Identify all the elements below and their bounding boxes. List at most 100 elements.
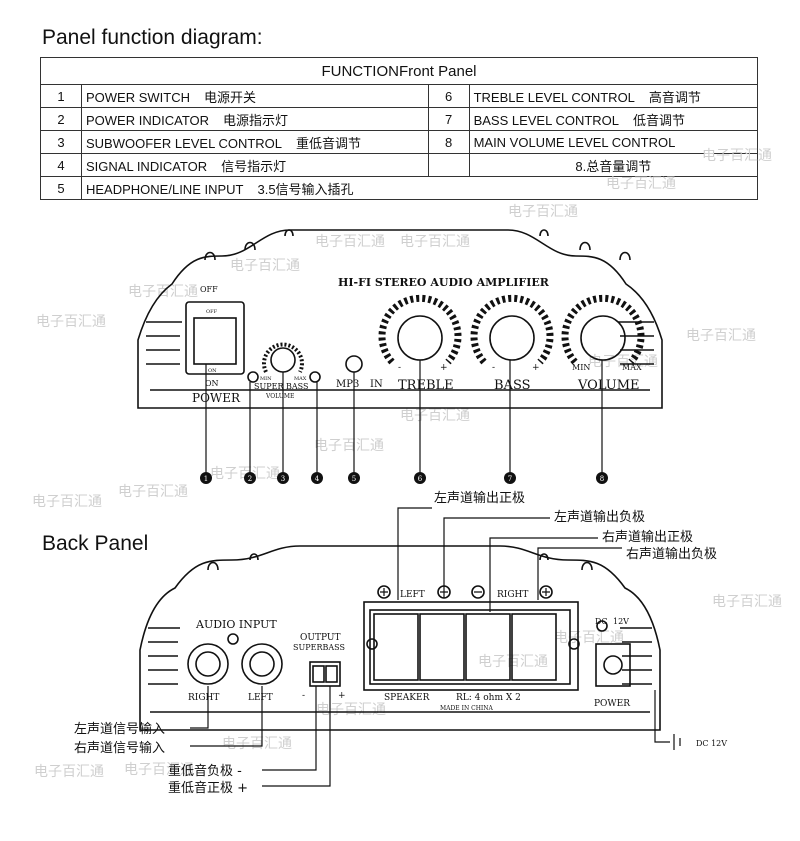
callout-number: 5 [352,475,356,483]
treble-minus: - [398,363,401,373]
rca-left-input[interactable] [249,651,275,677]
treble-knob[interactable] [397,315,443,361]
mount-hole [227,633,239,645]
power-indicator-led [247,371,259,383]
callout-dot [504,472,516,484]
front-panel-housing [137,229,663,409]
front-panel [137,229,663,472]
left-positive-terminal[interactable] [373,613,419,681]
table-cell-num: 7 [427,107,470,131]
dc-supply-label: DC 12V [696,739,727,748]
left-negative-terminal[interactable] [419,613,465,681]
right-positive-label: 右声道输出正极 [602,529,693,545]
watermark: 电子百汇通 [36,314,106,330]
back-heat-sink-fins [148,553,652,685]
function-zh: 3.5信号输入插孔 [257,181,354,197]
superbass-minus: - [302,691,305,701]
power-switch[interactable] [193,317,237,365]
volume-label: VOLUME [577,378,640,393]
speaker-terminal-block [369,609,571,685]
watermark: 电子百汇通 [400,408,470,424]
right-negative-terminal[interactable] [465,613,511,681]
output-label: OUTPUT [300,633,340,643]
watermark: 电子百汇通 [712,594,782,610]
subwoofer-min-label: MIN [260,376,272,382]
function-en: HEADPHONE/LINE INPUT [86,181,244,197]
amplifier-title: HI-FI STEREO AUDIO AMPLIFIER [338,276,550,289]
left-negative-label: 左声道输出负极 [554,509,645,525]
callout-number: 1 [204,475,208,483]
dc-symbol [673,734,681,750]
mount-hole [366,638,378,650]
function-en: BASS LEVEL CONTROL [473,112,620,128]
audio-input-label: AUDIO INPUT [195,618,277,631]
function-en: MAIN VOLUME LEVEL CONTROL [473,134,676,150]
superbass-positive-terminal[interactable] [325,665,338,683]
watermark: 电子百汇通 [314,438,384,454]
rca-right-label: RIGHT [188,693,219,703]
watermark: 电子百汇通 [315,234,385,250]
rca-right-input[interactable] [195,651,221,677]
back-power-label: POWER [594,699,630,709]
subwoofer-knob[interactable] [270,347,296,373]
function-zh: 电源开关 [204,89,257,105]
subwoofer-volume-label: VOLUME [265,393,294,400]
superbass-plus: + [338,691,346,701]
in-label: IN [370,379,383,390]
superbass-negative-terminal[interactable] [312,665,325,683]
watermark: 电子百汇通 [230,258,300,274]
callout-number: 2 [248,475,252,483]
table-header-row: FUNCTIONFront Panel [40,57,758,85]
right-channel-label: RIGHT [497,590,528,600]
watermark: 电子百汇通 [702,148,772,164]
right-positive-terminal[interactable] [511,613,557,681]
bass-knob[interactable] [489,315,535,361]
rca-left-label: LEFT [248,693,273,703]
left-positive-label: 左声道输出正极 [434,490,525,506]
watermark: 电子百汇通 [32,494,102,510]
volume-knob[interactable] [580,315,626,361]
function-zh: 高音调节 [648,89,701,105]
callout-dot [200,472,212,484]
heat-sink-fins [146,229,654,365]
callout-leaders [205,360,603,472]
callout-dot [414,472,426,484]
callout-dot [596,472,608,484]
back-panel [139,507,681,787]
table-cell-function: TREBLE LEVEL CONTROL 高音调节 [468,84,759,108]
function-en: TREBLE LEVEL CONTROL [473,89,635,105]
bass-negative-label: 重低音负极 - [168,763,242,779]
table-cell-function: BASS LEVEL CONTROL 低音调节 [468,107,759,131]
table-cell-num: 6 [427,84,470,108]
dc-jack-housing [595,643,631,687]
speaker-label: SPEAKER [384,693,430,703]
watermark: 电子百汇通 [554,630,624,646]
dc-power-jack[interactable] [603,655,623,675]
function-en: SIGNAL INDICATOR [86,158,208,174]
volume-scale [561,294,645,365]
watermark: 电子百汇通 [34,764,104,780]
callout-number: 3 [281,475,285,483]
subwoofer-max-label: MAX [294,376,307,382]
rca-left-outer [241,643,283,685]
function-zh: 重低音调节 [296,135,362,151]
callout-dot [277,472,289,484]
mp3-input-jack[interactable] [345,355,363,373]
treble-scale [378,294,462,365]
made-in-label: MADE IN CHINA [440,705,494,712]
bass-plus: + [532,363,540,373]
table-cell-num [427,153,470,177]
watermark-layer: 电子百汇通 电子百汇通 电子百汇通 电子百汇通 电子百汇通 电子百汇通 电子百汇… [32,148,782,780]
function-zh: 低音调节 [633,112,686,128]
function-zh: 8.总音量调节 [575,158,652,174]
dc-12v-label: 12V [613,617,629,626]
signal-indicator-led [309,371,321,383]
table-header: FUNCTIONFront Panel [40,57,758,85]
speaker-terminal-housing [363,601,579,691]
back-panel-housing [139,545,661,731]
